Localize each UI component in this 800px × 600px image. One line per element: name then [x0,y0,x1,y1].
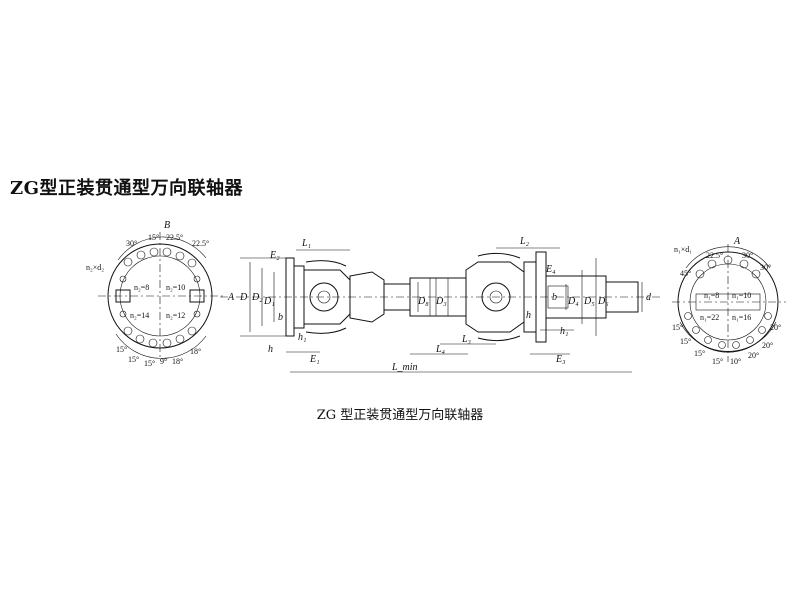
main-side-view: E₂ L₁ A D D₂ D₁ b h₁ h E₁ D₈ D₃ L₄ L₃ L_… [220,236,660,373]
right-angle-bottom-6: 20° [748,351,759,360]
right-angle-bottom-2: 15° [680,337,691,346]
dim-D6: D₆ [597,296,609,307]
right-holes-label: n₁×d₁ [674,245,692,254]
left-count-3: n₂=14 [130,311,149,320]
right-angle-top-3: 45° [680,269,691,278]
dim-h-left: h [268,344,273,355]
left-angle-bottom-1: 15° [116,345,127,354]
left-angle-top-2: 15° [148,233,159,242]
left-count-2: n₂=10 [166,283,185,292]
dim-Lmin: L_min [391,362,418,373]
dim-D3: D₃ [435,296,447,307]
dim-D8: D₈ [417,296,429,307]
dim-D2: D₂ [251,292,263,303]
dim-b-left: b [278,312,283,323]
dim-D: D [239,292,248,303]
left-angle-top-4: 22.5° [192,239,209,248]
coupling-drawing: B n₂×d₂ 30° 15° 22.5° 22.5° n₂=8 n₂=10 n… [86,220,786,373]
right-view-label: A [733,236,741,247]
right-flange-view: A n₁×d₁ 22.5° 30° 45° 30° n₁=8 n₁=10 n₁=… [672,236,786,366]
dim-D5: D₅ [583,296,595,307]
left-angle-bottom-6: 18° [190,347,201,356]
left-count-4: n₂=12 [166,311,185,320]
right-angle-bottom-8: 20° [770,323,781,332]
dim-L3: L₃ [461,334,472,345]
dim-E3: E₃ [555,354,566,365]
dim-L4: L₄ [435,344,446,355]
dim-h1-left: h₁ [298,332,306,343]
right-angle-top-1: 22.5° [706,251,723,260]
dim-L1: L₁ [301,238,311,249]
right-angle-top-4: 30° [760,263,771,272]
dim-b-right: b [552,292,557,303]
left-view-label: B [164,220,170,231]
right-angle-bottom-4: 15° [712,357,723,366]
dim-E1: E₁ [309,354,320,365]
left-count-1: n₂=8 [134,283,149,292]
dim-D1: D₁ [263,296,275,307]
left-holes-label: n₂×d₂ [86,263,104,272]
right-count-4: n₁=16 [732,313,751,322]
right-count-3: n₁=22 [700,313,719,322]
left-angle-top-1: 30° [126,239,137,248]
dim-h-right: h [526,310,531,321]
left-angle-top-3: 22.5° [166,233,183,242]
page-title: ZG型正装贯通型万向联轴器 [10,178,244,199]
right-angle-bottom-1: 15° [672,323,683,332]
figure-caption: ZG 型正装贯通型万向联轴器 [316,408,484,423]
right-count-1: n₁=8 [704,291,719,300]
right-count-2: n₁=10 [732,291,751,300]
left-angle-bottom-5: 18° [172,357,183,366]
dim-D4: D₄ [567,296,579,307]
right-angle-top-2: 30° [742,251,753,260]
left-angle-bottom-2: 15° [128,355,139,364]
left-angle-bottom-3: 15° [144,359,155,368]
dim-d: d [646,292,652,303]
dim-E2: E₂ [269,250,280,261]
right-angle-bottom-5: 10° [730,357,741,366]
left-angle-bottom-4: 9° [160,357,167,366]
right-angle-bottom-7: 20° [762,341,773,350]
right-angle-bottom-3: 15° [694,349,705,358]
dim-L2: L₂ [519,236,530,247]
dim-E4: E₄ [545,264,556,275]
left-flange-view: B n₂×d₂ 30° 15° 22.5° 22.5° n₂=8 n₂=10 n… [86,220,224,368]
dim-A: A [227,292,235,303]
dim-h1-right: h₁ [560,326,568,337]
